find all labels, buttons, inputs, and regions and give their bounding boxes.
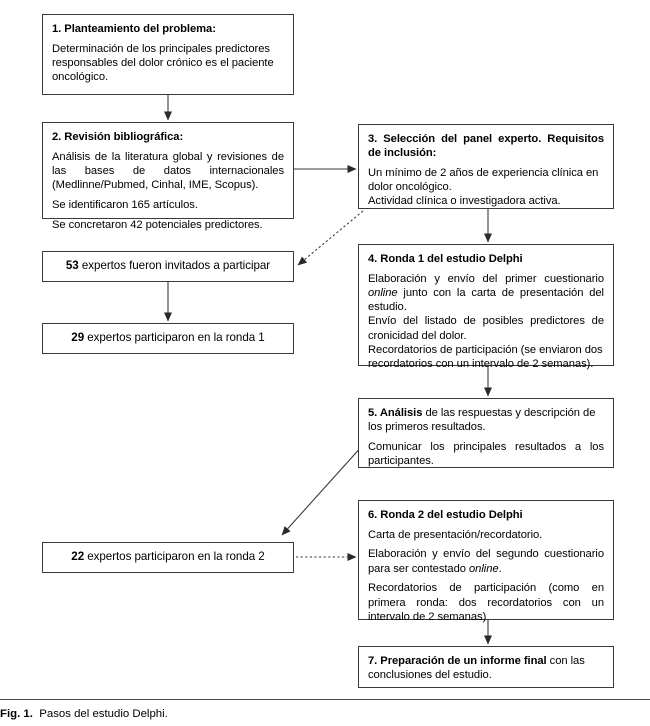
figure-caption-label: Fig. 1. [0, 708, 33, 720]
step-3-heading: 3. Selección del panel experto. Requisit… [368, 133, 604, 160]
node-invited-experts[interactable]: 53 expertos fueron invitados a participa… [42, 251, 294, 282]
step-7-heading: 7. Preparación de un informe final [368, 655, 547, 667]
step-6-line-2-emphasis: online [469, 562, 499, 575]
step-4-line-2: Envío del listado de posibles predictore… [368, 315, 604, 342]
invited-experts-count: 53 [65, 259, 79, 273]
node-step-5[interactable]: 5. Análisis de las respuestas y descripc… [358, 398, 614, 468]
step-6-line-2: Elaboración y envío del segundo cuestion… [368, 547, 604, 575]
node-step-3[interactable]: 3. Selección del panel experto. Requisit… [358, 124, 614, 209]
node-round1-participants[interactable]: 29 expertos participaron en la ronda 1 [42, 323, 294, 354]
step-4-line-3: Recordatorios de participación (se envia… [368, 343, 603, 370]
node-step-6[interactable]: 6. Ronda 2 del estudio Delphi Carta de p… [358, 500, 614, 623]
step-5-heading-rest: de las respuestas y descripción de los p… [368, 407, 596, 434]
step-1-heading: 1. Planteamiento del problema: [52, 23, 216, 35]
round2-participants-count: 22 [71, 550, 85, 564]
figure-caption-text: Pasos del estudio Delphi. [39, 708, 168, 720]
figure-caption: Fig. 1. Pasos del estudio Delphi. [0, 707, 650, 721]
step-6-line-1: Carta de presentación/recordatorio. [368, 528, 543, 541]
step-6-line-3: Recordatorios de participación (como en … [368, 582, 604, 623]
arrow-step3-to-invited [297, 210, 364, 266]
arrow-step5-to-round2 [281, 444, 364, 536]
invited-experts-label: 53 expertos fueron invitados a participa… [66, 259, 270, 273]
step-4-line-1: Elaboración y envío del primer cuestiona… [368, 272, 604, 315]
step-4-line-1-a: Elaboración y envío del primer cuestiona… [368, 272, 604, 285]
step-3-line-2: Actividad clínica o investigadora activa… [368, 195, 561, 208]
step-7-heading-line: 7. Preparación de un informe final con l… [368, 654, 604, 682]
step-5-line-2: Comunicar los principales resultados a l… [368, 440, 604, 468]
node-step-1[interactable]: 1. Planteamiento del problema: Determina… [42, 14, 294, 95]
invited-experts-text: expertos fueron invitados a participar [78, 259, 271, 273]
step-1-body: Determinación de los principales predict… [52, 42, 274, 84]
node-step-4[interactable]: 4. Ronda 1 del estudio Delphi Elaboració… [358, 244, 614, 370]
node-step-7[interactable]: 7. Preparación de un informe final con l… [358, 646, 614, 688]
step-2-line-2: Se identificaron 165 artículos. [52, 198, 198, 211]
step-2-heading: 2. Revisión bibliográfica: [52, 131, 184, 143]
step-4-line-1-emphasis: online [368, 286, 398, 299]
caption-divider [0, 699, 650, 700]
round1-participants-count: 29 [71, 331, 85, 345]
step-7-heading-rest: con las conclusiones del estudio. [368, 655, 585, 682]
step-6-line-2-a: Elaboración y envío del segundo cuestion… [368, 548, 604, 575]
step-6-line-2-b: . [498, 562, 502, 575]
round1-participants-label: 29 expertos participaron en la ronda 1 [71, 331, 264, 345]
node-step-2[interactable]: 2. Revisión bibliográfica: Análisis de l… [42, 122, 294, 231]
round2-participants-label: 22 expertos participaron en la ronda 2 [71, 550, 264, 564]
round2-participants-text: expertos participaron en la ronda 2 [84, 550, 265, 564]
step-2-line-1: Análisis de la literatura global y revis… [52, 150, 284, 192]
step-5-heading: 5. Análisis [368, 407, 423, 419]
round1-participants-text: expertos participaron en la ronda 1 [84, 331, 265, 345]
step-2-line-3: Se concretaron 42 potenciales predictore… [52, 218, 263, 231]
step-3-line-1: Un mínimo de 2 años de experiencia clíni… [368, 166, 599, 194]
step-4-line-1-b: junto con la carta de presentación del e… [368, 286, 604, 314]
step-5-heading-line: 5. Análisis de las respuestas y descripc… [368, 406, 604, 434]
step-6-heading: 6. Ronda 2 del estudio Delphi [368, 509, 523, 521]
step-4-heading: 4. Ronda 1 del estudio Delphi [368, 253, 523, 265]
node-round2-participants[interactable]: 22 expertos participaron en la ronda 2 [42, 542, 294, 573]
